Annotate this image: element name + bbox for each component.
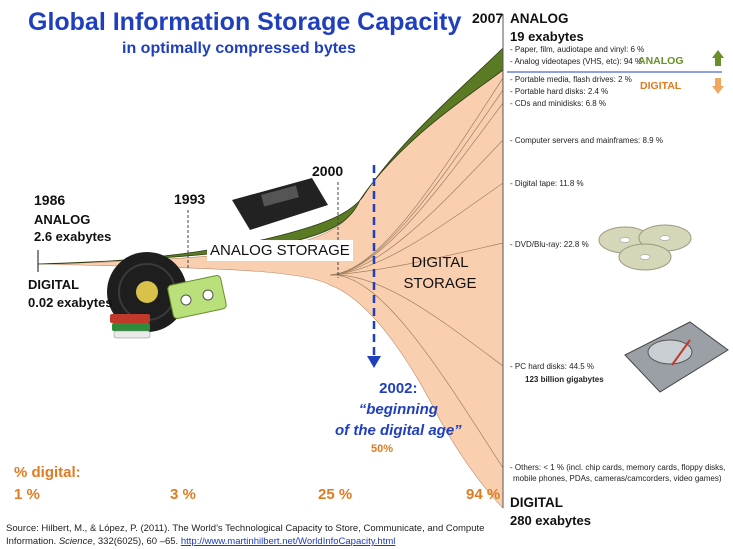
digital-2007-value: 280 exabytes: [510, 513, 591, 528]
legend-digital-label: DIGITAL: [640, 80, 682, 92]
digital-age-annotation: 2002: “beginning of the digital age”: [335, 378, 462, 441]
analog-1986-label: ANALOG: [34, 212, 91, 227]
pc-hdd-subvalue: 123 billion gigabytes: [525, 375, 604, 384]
hard-disk-arm: [671, 339, 691, 366]
dvd-hole: [619, 237, 631, 243]
vhs-tape-icon: [232, 178, 328, 230]
vinyl-label: [136, 281, 158, 303]
digital-category-boundary-line: [329, 274, 504, 469]
digital-storage-line1: DIGITAL: [411, 254, 469, 271]
percent-digital-1986: 1 %: [14, 486, 40, 503]
category-cds: - CDs and minidisks: 6.8 %: [510, 99, 607, 108]
digital-age-arrow-head: [367, 356, 381, 368]
book-icon: [112, 323, 150, 331]
analog-2007-value: 19 exabytes: [510, 29, 584, 44]
book-icon: [113, 330, 151, 339]
digital-category-boundary-line: [329, 182, 504, 276]
digital-category-boundary-line: [329, 242, 504, 276]
digital-storage-label: DIGITAL STORAGE: [400, 252, 480, 294]
percent-digital-label: % digital:: [14, 464, 81, 481]
category-others-detail: mobile phones, PDAs, cameras/camcorders,…: [513, 474, 722, 483]
digital-1986-label: DIGITAL: [28, 277, 80, 292]
vhs-window: [261, 185, 299, 207]
digital-category-boundary-line: [329, 102, 504, 276]
book-icon: [110, 314, 150, 323]
category-portable-media: - Portable media, flash drives: 2 %: [510, 75, 632, 84]
source-text: Source: Hilbert, M., & López, P. (2011).…: [6, 523, 485, 547]
year-1993-label: 1993: [174, 191, 206, 207]
year-2007-label: 2007: [472, 10, 504, 26]
digital-age-percent: 50%: [371, 443, 394, 455]
analog-2007-label: ANALOG: [510, 11, 569, 26]
source-citation: Source: Hilbert, M., & López, P. (2011).…: [6, 522, 506, 548]
digital-age-year: 2002:: [379, 380, 418, 397]
category-portable-hdd: - Portable hard disks: 2.4 %: [510, 87, 609, 96]
year-2000-label: 2000: [312, 163, 344, 179]
source-ref: , 332(6025), 60 –65.: [92, 536, 179, 547]
digital-storage-area: [37, 69, 504, 509]
analog-1986-value: 2.6 exabytes: [34, 229, 112, 244]
digital-2007-label: DIGITAL: [510, 495, 563, 510]
digital-storage-line2: STORAGE: [403, 275, 477, 292]
analog-storage-area: [37, 47, 504, 265]
digital-age-line2: of the digital age”: [335, 422, 462, 439]
chart-subtitle: in optimally compressed bytes: [122, 40, 356, 57]
source-journal: Science: [58, 536, 93, 547]
category-servers: - Computer servers and mainframes: 8.9 %: [510, 136, 663, 145]
percent-digital-2007: 94 %: [466, 486, 501, 503]
source-link[interactable]: http://www.martinhilbert.net/WorldInfoCa…: [180, 536, 396, 547]
up-arrow-icon: [712, 50, 724, 66]
category-paper: - Paper, film, audiotape and vinyl: 6 %: [510, 45, 645, 54]
dvd-hole: [639, 254, 651, 260]
analog-storage-label: ANALOG STORAGE: [207, 240, 353, 261]
category-digital-tape: - Digital tape: 11.8 %: [510, 179, 584, 188]
digital-age-line1: “beginning: [358, 401, 438, 418]
category-others: - Others: < 1 % (incl. chip cards, memor…: [510, 463, 726, 472]
hard-disk-platter: [647, 339, 693, 365]
cassette-reel: [180, 294, 192, 306]
percent-digital-1993: 3 %: [170, 486, 196, 503]
digital-1986-value: 0.02 exabytes: [28, 295, 113, 310]
cassette-reel: [202, 289, 214, 301]
category-dvd: - DVD/Blu-ray: 22.8 %: [510, 240, 589, 249]
legend-analog-label: ANALOG: [638, 55, 684, 67]
chart-title: Global Information Storage Capacity: [28, 8, 462, 36]
category-pc-hdd: - PC hard disks: 44.5 %: [510, 362, 595, 371]
digital-category-boundary-line: [329, 139, 504, 276]
cassette-icon: [167, 275, 227, 319]
down-arrow-icon: [712, 78, 724, 94]
percent-digital-2000: 25 %: [318, 486, 353, 503]
year-1986-label: 1986: [34, 192, 66, 208]
category-analog-videotapes: - Analog videotapes (VHS, etc): 94 %: [510, 57, 643, 66]
digital-category-boundary-line: [329, 274, 504, 367]
dvd-hole: [659, 235, 671, 241]
